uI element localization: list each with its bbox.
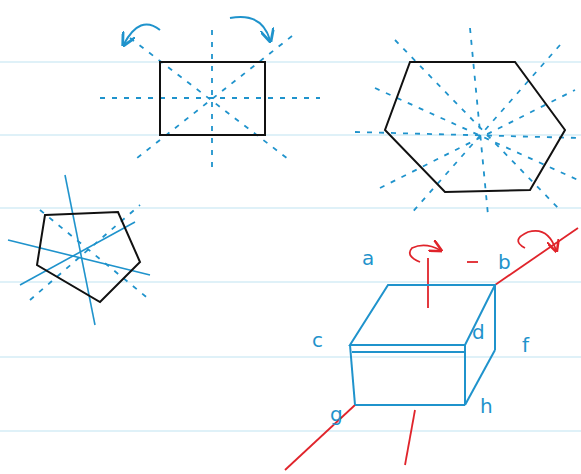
vertex-label: c (312, 330, 323, 350)
hexagon-symmetry (355, 28, 580, 215)
cuboid-rotation (285, 228, 578, 470)
square-symmetry (100, 17, 320, 168)
vertex-label: d (472, 322, 485, 342)
pentagon-symmetry (8, 175, 150, 325)
vertex-label: a (362, 248, 374, 268)
vertex-label: h (480, 396, 493, 416)
vertex-label: g (330, 404, 343, 424)
vertex-label: b (498, 252, 511, 272)
ruled-lines (0, 62, 581, 431)
vertex-label: f (522, 335, 529, 355)
